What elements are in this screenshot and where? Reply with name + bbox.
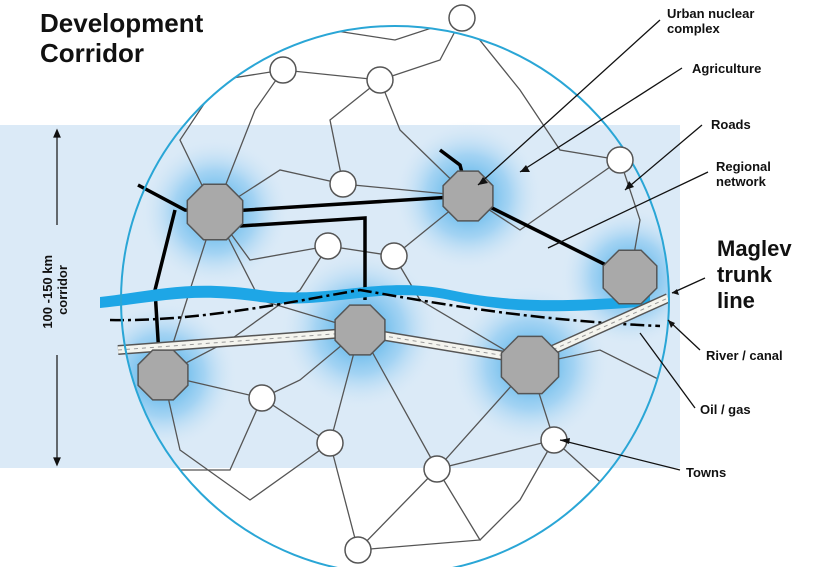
svg-text:network: network <box>716 174 767 189</box>
title-line-2: Corridor <box>40 38 144 68</box>
town <box>344 536 372 564</box>
arrowheads <box>478 165 679 444</box>
label-towns: Towns <box>686 465 726 480</box>
leader-lines <box>477 19 709 471</box>
svg-text:Corridor: Corridor <box>40 38 144 68</box>
label-maglev-1: Maglev <box>717 236 792 261</box>
label-regional-1: Regional <box>716 159 771 174</box>
urban-hub <box>186 183 244 241</box>
svg-text:Maglev: Maglev <box>717 236 792 261</box>
towns <box>248 4 634 564</box>
town <box>380 242 408 270</box>
corridor-width-label: 100 -150 km <box>40 255 55 329</box>
oil-gas-pipeline <box>109 288 661 328</box>
label-agriculture: Agriculture <box>692 61 761 76</box>
svg-text:complex: complex <box>667 21 721 36</box>
town <box>423 455 451 483</box>
urban-hub <box>137 349 189 401</box>
svg-text:100 -150 km corridor: 100 -150 km corridor <box>40 251 70 328</box>
town <box>316 429 344 457</box>
title-line-1: Development <box>40 8 204 38</box>
svg-text:Agriculture: Agriculture <box>692 61 761 76</box>
svg-text:River / canal: River / canal <box>706 348 783 363</box>
town <box>314 232 342 260</box>
label-maglev-2: trunk <box>717 262 773 287</box>
urban-hub <box>500 335 560 395</box>
label-urban-2: complex <box>667 21 721 36</box>
label-river: River / canal <box>706 348 783 363</box>
maglev-trunk-line <box>117 293 671 365</box>
svg-text:Urban nuclear: Urban nuclear <box>667 6 754 21</box>
town <box>448 4 476 32</box>
region-boundary-circle <box>120 25 670 567</box>
urban-nuclear-complexes <box>137 170 658 401</box>
corridor-width-arrow <box>53 128 61 467</box>
label-roads: Roads <box>711 117 751 132</box>
town <box>606 146 634 174</box>
svg-text:Towns: Towns <box>686 465 726 480</box>
svg-text:line: line <box>717 288 755 313</box>
urban-hub <box>602 249 658 305</box>
svg-text:Oil / gas: Oil / gas <box>700 402 751 417</box>
town <box>366 66 394 94</box>
corridor-label: corridor <box>55 265 70 315</box>
river-canal <box>100 285 650 312</box>
town <box>329 170 357 198</box>
label-urban-1: Urban nuclear <box>667 6 754 21</box>
label-regional-2: network <box>716 174 767 189</box>
town <box>269 56 297 84</box>
label-oil-gas: Oil / gas <box>700 402 751 417</box>
label-maglev-3: line <box>717 288 755 313</box>
svg-text:Development: Development <box>40 8 204 38</box>
urban-hub <box>334 304 386 356</box>
svg-text:Roads: Roads <box>711 117 751 132</box>
svg-text:trunk: trunk <box>717 262 773 287</box>
town <box>248 384 276 412</box>
svg-text:Regional: Regional <box>716 159 771 174</box>
